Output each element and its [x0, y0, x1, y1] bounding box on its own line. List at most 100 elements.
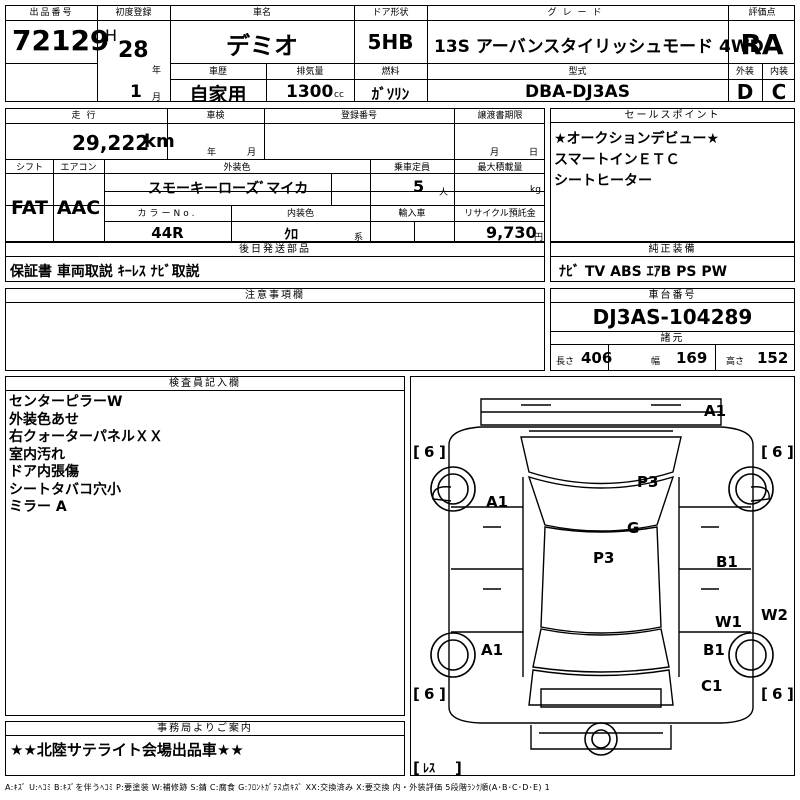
model-name-header: 車名: [252, 8, 271, 18]
width-label: 幅: [651, 357, 661, 367]
mark-g: G: [627, 519, 639, 537]
svg-text:]: ]: [455, 759, 462, 776]
office-header: 事務局よりご案内: [6, 722, 404, 736]
mark-p3-roof: P3: [593, 549, 614, 567]
inspection-header: 車検: [206, 111, 225, 121]
later-parts: 保証書 車両取説 ｷｰﾚｽ ﾅﾋﾞ取説: [10, 264, 200, 280]
displacement-header: 排気量: [296, 67, 324, 77]
grade: 13S アーバンスタイリッシュモード 4WD: [434, 37, 764, 57]
later-parts-box: 後日発送部品 保証書 車両取説 ｷｰﾚｽ ﾅﾋﾞ取説: [5, 242, 545, 282]
mark-w2: W2: [761, 606, 788, 624]
sales-point-3: シートヒーター: [554, 173, 652, 189]
fuel: ｶﾞｿﾘﾝ: [371, 85, 410, 102]
cc-unit: cc: [334, 90, 344, 100]
equipment: ﾅﾋﾞ TV ABS ｴｱB PS PW: [559, 264, 728, 280]
lot-number: 72129: [12, 24, 110, 57]
later-parts-header: 後日発送部品: [6, 243, 544, 257]
shift-header: シフト: [15, 163, 43, 173]
mark-tire-fr: 6: [772, 443, 782, 461]
inspector-box: 検査員記入欄 センターピラーW 外装色あせ 右クォーターパネルＸＸ 室内汚れ ド…: [5, 376, 405, 716]
reg-month: 1: [130, 82, 142, 102]
history: 自家用: [189, 84, 247, 102]
sales-point-1: ★オークションデビュー★: [554, 131, 720, 147]
note-3: 右クォーターパネルＸＸ: [9, 429, 163, 445]
mark-p3-hood: P3: [637, 473, 658, 491]
mark-b1-right-rear: B1: [703, 641, 725, 659]
note-6: シートタバコ穴小: [9, 481, 121, 498]
height-label: 高さ: [726, 357, 745, 367]
history-header: 車歴: [208, 67, 227, 77]
note-4: 室内汚れ: [9, 446, 65, 463]
sales-point-2: スマートインＥＴＣ: [554, 152, 680, 168]
yen-unit: 円: [534, 233, 544, 242]
svg-text:]: ]: [439, 685, 446, 703]
insp-year-unit: 年: [207, 148, 217, 158]
mark-tire-fl: 6: [424, 443, 434, 461]
ext-color: スモーキーローズﾞマイカ: [148, 181, 309, 197]
width: 169: [676, 349, 708, 367]
car-diagram: [ ] [ ] [ ] [ ] [ ] 6 6 6 6 ﾚｽ A1 P3 A1 …: [413, 398, 794, 776]
mark-w1: W1: [715, 613, 742, 631]
detail-block: 走行 車検 登録番号 譲渡書期限 29,222 km 年 月 月 日 シフト エ…: [5, 108, 545, 242]
svg-text:]: ]: [439, 443, 446, 461]
mark-c1: C1: [701, 677, 722, 695]
load-unit: kg: [530, 185, 541, 195]
office-note: ★★北陸サテライト会場出品車★★: [10, 741, 244, 759]
model-type: DBA-DJ3AS: [525, 82, 630, 102]
km-unit: km: [144, 131, 175, 152]
aircon-header: エアコン: [60, 163, 97, 173]
inspector-header: 検査員記入欄: [6, 377, 404, 391]
insp-month-unit: 月: [247, 148, 257, 158]
mileage-header: 走行: [71, 111, 102, 121]
specs-header: 諸元: [551, 332, 794, 345]
score-header: 評価点: [748, 8, 776, 18]
header-block: 出品番号 初度登録 車名 ドア形状 グレード 評価点 72129 H 28 年 …: [5, 5, 795, 102]
note-1: センターピラーW: [9, 394, 123, 410]
month-unit: 月: [152, 93, 162, 102]
fuel-header: 燃料: [381, 67, 400, 77]
recycle-header: リサイクル預託金: [464, 209, 536, 219]
length-label: 長さ: [556, 357, 575, 367]
length: 406: [581, 349, 613, 367]
model-type-header: 型式: [568, 67, 587, 77]
transfer-month: 月: [490, 148, 500, 158]
aircon: AAC: [56, 197, 101, 219]
door-type: 5HB: [367, 30, 414, 54]
chassis-box: 車台番号 DJ3AS-104289 諸元 長さ 406 幅 169 高さ 152: [550, 288, 795, 371]
reg-no-header: 登録番号: [340, 111, 377, 121]
svg-text:]: ]: [787, 443, 794, 461]
mark-spare: ﾚｽ: [423, 761, 435, 775]
color-no-header: カラーNo.: [137, 209, 198, 219]
ext-color-header: 外装色: [223, 163, 251, 173]
office-box: 事務局よりご案内 ★★北陸サテライト会場出品車★★: [5, 721, 405, 776]
capacity-header: 乗車定員: [393, 163, 430, 173]
mark-tire-rr: 6: [772, 685, 782, 703]
interior-grade: C: [771, 80, 787, 102]
int-color-header: 内装色: [286, 209, 314, 219]
transfer-header: 譲渡書期限: [477, 111, 523, 121]
svg-text:[: [: [761, 685, 768, 703]
capacity-unit: 人: [439, 188, 449, 198]
chassis-number: DJ3AS-104289: [592, 305, 753, 329]
legend: A:ｷｽﾞ U:ﾍｺﾐ B:ｷｽﾞを伴うﾍｺﾐ P:要塗装 W:補修跡 S:錆 …: [5, 783, 550, 792]
max-load-header: 最大積載量: [477, 163, 523, 173]
mark-a1-left-front: A1: [486, 493, 508, 511]
svg-text:]: ]: [787, 685, 794, 703]
era: H: [105, 26, 118, 45]
height: 152: [757, 349, 789, 367]
year-unit: 年: [152, 66, 162, 76]
svg-text:[: [: [761, 443, 768, 461]
note-2: 外装色あせ: [9, 411, 79, 428]
interior-header: 内装: [769, 67, 788, 77]
capacity: 5: [413, 177, 425, 196]
car-model: デミオ: [226, 32, 298, 60]
reg-year: 28: [118, 38, 149, 63]
import-header: 輸入車: [398, 209, 426, 219]
mark-a1-left-rear: A1: [481, 641, 503, 659]
note-7: ミラー A: [9, 499, 67, 515]
grade-header: グレード: [547, 8, 608, 18]
svg-text:[: [: [413, 685, 420, 703]
svg-text:[: [: [413, 443, 420, 461]
mark-tire-rl: 6: [424, 685, 434, 703]
transfer-day: 日: [529, 148, 539, 158]
